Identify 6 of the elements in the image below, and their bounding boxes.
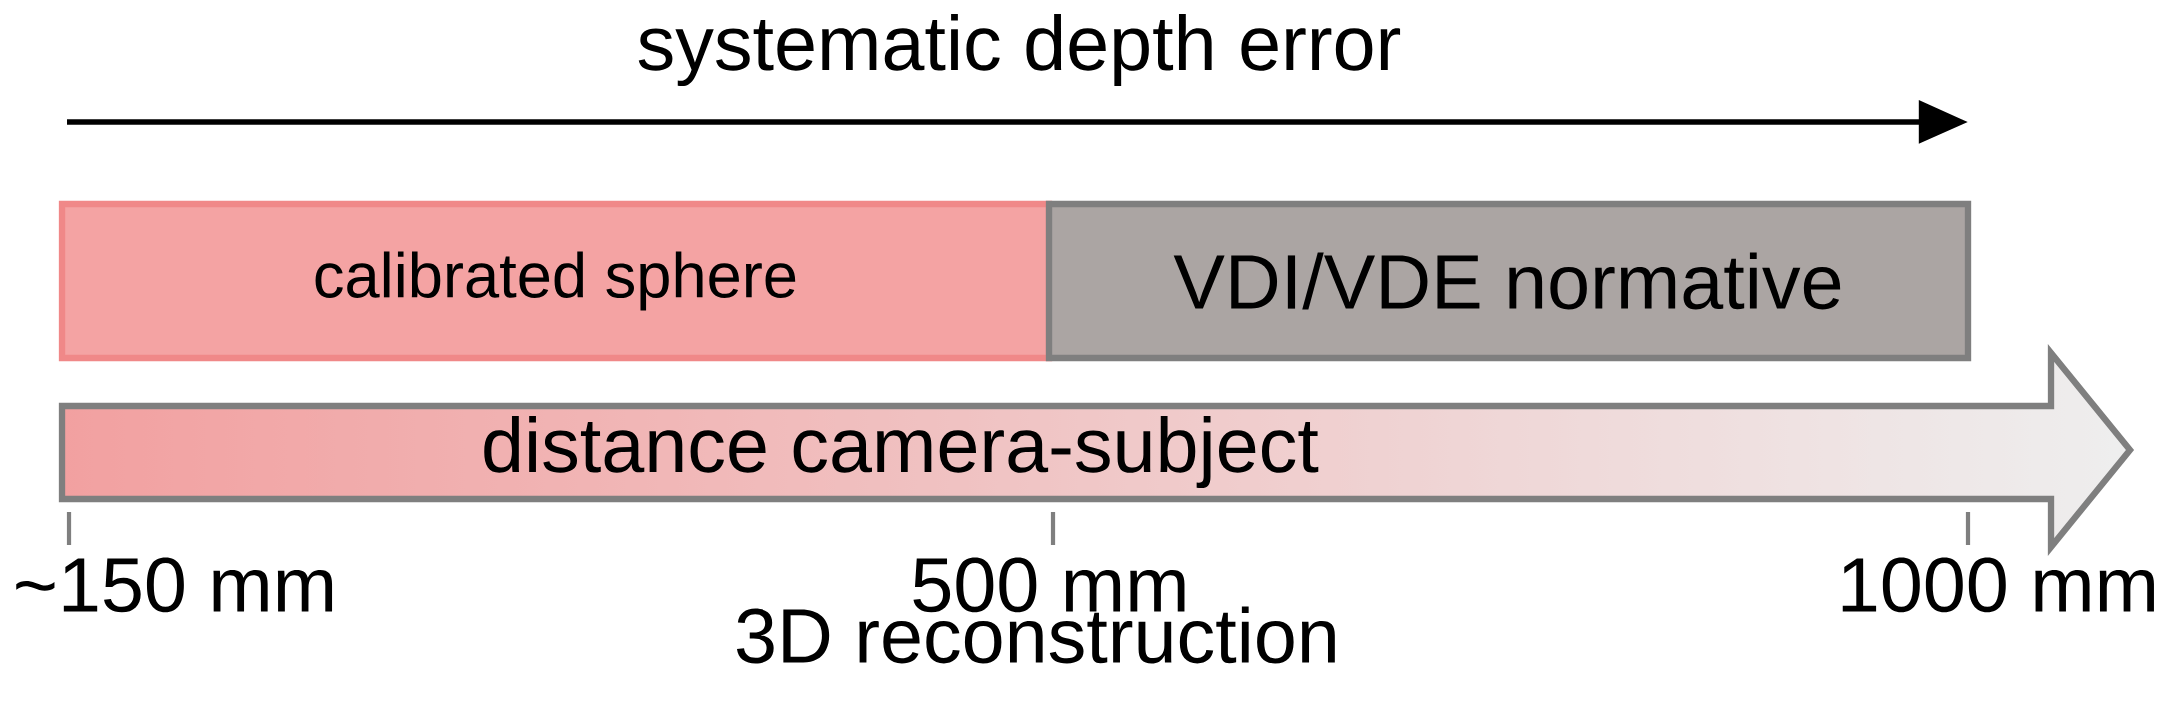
arrow-band: distance camera-subject	[58, 344, 2135, 556]
range-box: calibrated sphere	[58, 200, 1053, 362]
title: systematic depth error	[638, 13, 1401, 87]
distance-label: ~150 mm	[16, 557, 333, 613]
distance-label: 1000 mm	[1842, 557, 2154, 613]
range-box: VDI/VDE normative	[1045, 200, 1972, 362]
